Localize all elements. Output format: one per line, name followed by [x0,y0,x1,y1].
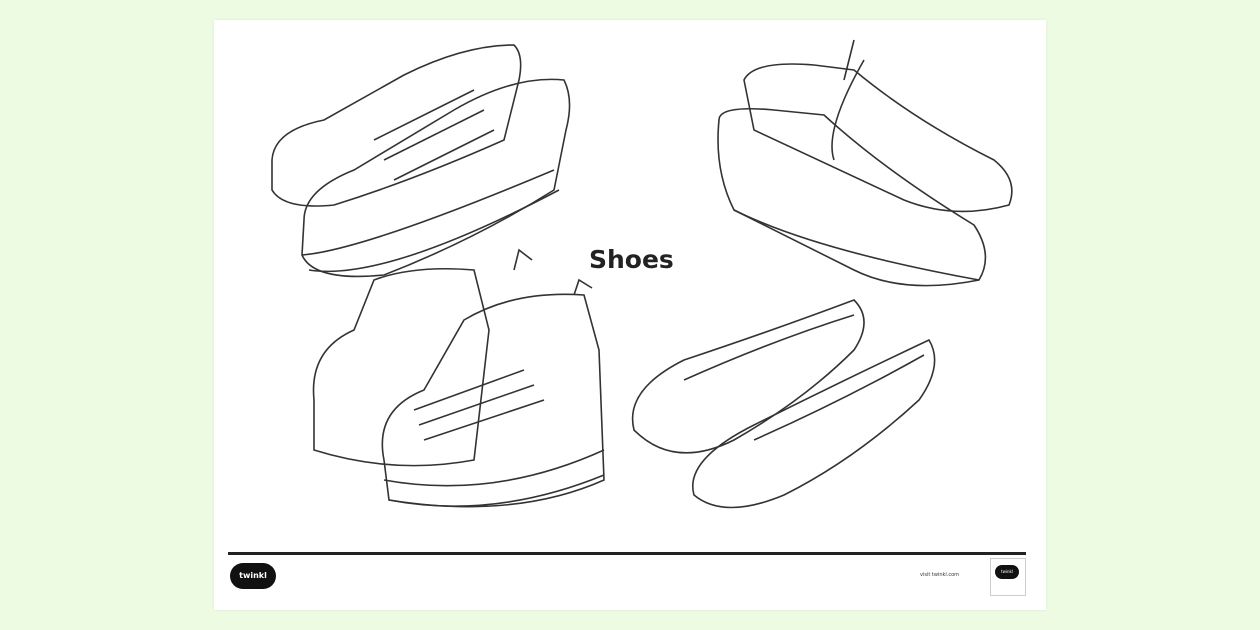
brogues-drawing [717,39,1013,287]
shoe-illustrations [271,39,1013,509]
sneakers-drawing [271,44,571,278]
page-title: Shoes [589,245,674,274]
ballet-flats-drawing [631,299,936,509]
twinkl-logo: twinkl [230,563,276,589]
platform-boots-drawing [312,248,605,508]
footer-divider [228,552,1026,555]
coloring-sheet: Shoes twinkl visit twinkl.com twinkl [214,20,1046,610]
twinkl-badge: twinkl [990,558,1026,596]
visit-website-text: visit twinkl.com [920,572,960,578]
badge-logo: twinkl [995,565,1019,579]
